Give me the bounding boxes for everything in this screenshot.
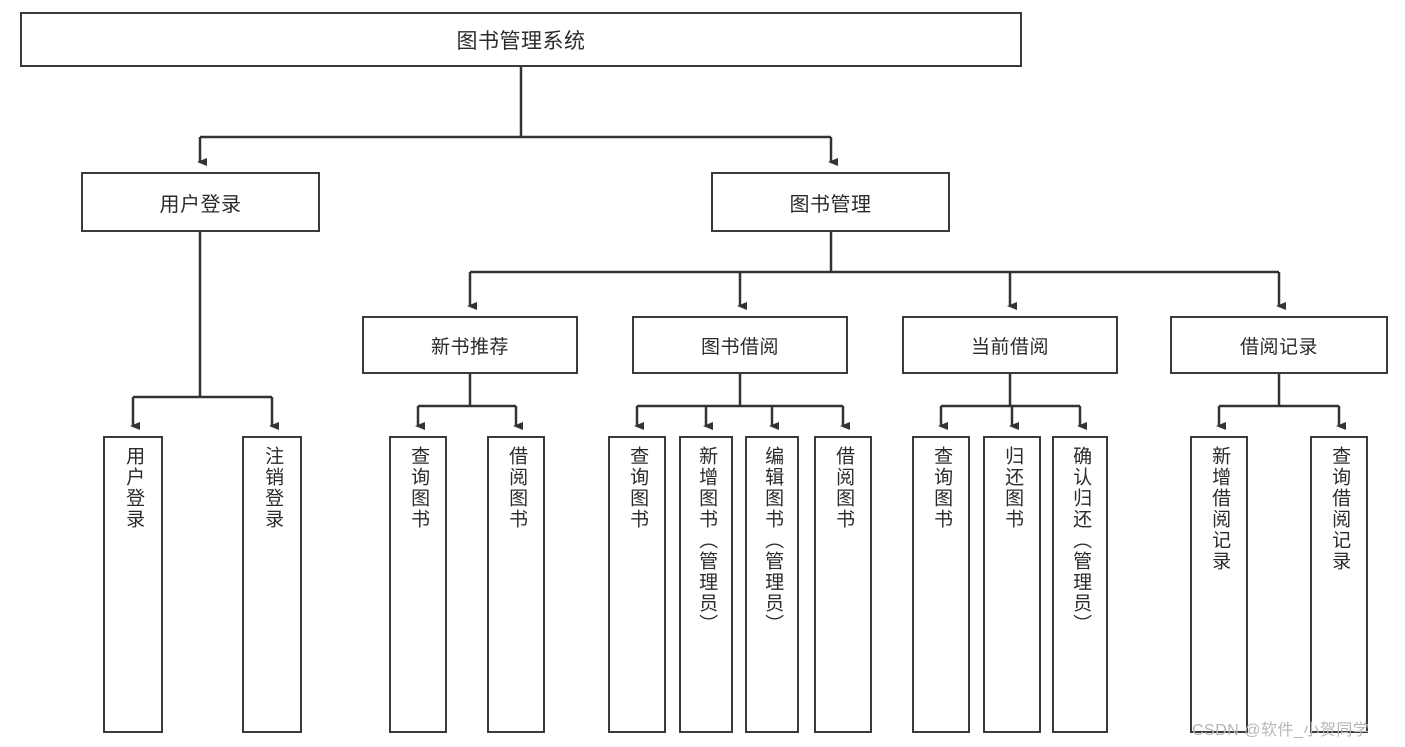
node-leaf-borrow-book-2-label: 借阅图书	[833, 446, 855, 530]
node-user-login[interactable]: 用户登录	[81, 172, 320, 232]
node-leaf-borrow-book-1-label: 借阅图书	[506, 446, 528, 530]
node-new-book-rec[interactable]: 新书推荐	[362, 316, 578, 374]
node-borrow-record[interactable]: 借阅记录	[1170, 316, 1388, 374]
node-leaf-logout-label: 注销登录	[262, 446, 284, 530]
node-leaf-return-book-label: 归还图书	[1002, 446, 1024, 530]
node-leaf-query-book-3-label: 查询图书	[931, 446, 953, 530]
node-leaf-confirm-return-admin-label: 确认归还（管理员）	[1070, 446, 1092, 635]
node-book-manage[interactable]: 图书管理	[711, 172, 950, 232]
node-borrow-record-label: 借阅记录	[1239, 336, 1318, 358]
node-leaf-add-book-admin-label: 新增图书（管理员）	[696, 446, 718, 635]
node-leaf-add-borrow-record[interactable]: 新增借阅记录	[1190, 436, 1248, 733]
node-leaf-edit-book-admin[interactable]: 编辑图书（管理员）	[745, 436, 799, 733]
node-leaf-query-book-2-label: 查询图书	[627, 446, 649, 530]
node-user-login-label: 用户登录	[159, 193, 242, 216]
node-book-borrow-label: 图书借阅	[700, 336, 779, 358]
node-leaf-query-borrow-record[interactable]: 查询借阅记录	[1310, 436, 1368, 733]
node-root[interactable]: 图书管理系统	[20, 12, 1022, 67]
node-leaf-edit-book-admin-label: 编辑图书（管理员）	[762, 446, 784, 635]
node-leaf-return-book[interactable]: 归还图书	[983, 436, 1041, 733]
node-leaf-add-book-admin[interactable]: 新增图书（管理员）	[679, 436, 733, 733]
node-leaf-query-book-1[interactable]: 查询图书	[389, 436, 447, 733]
node-current-borrow[interactable]: 当前借阅	[902, 316, 1118, 374]
watermark: CSDN @软件_小贺同学	[1192, 722, 1370, 739]
node-leaf-confirm-return-admin[interactable]: 确认归还（管理员）	[1052, 436, 1108, 733]
node-leaf-query-book-3[interactable]: 查询图书	[912, 436, 970, 733]
node-leaf-user-login-label: 用户登录	[123, 446, 145, 530]
node-leaf-logout[interactable]: 注销登录	[242, 436, 302, 733]
node-current-borrow-label: 当前借阅	[970, 336, 1049, 358]
node-leaf-borrow-book-2[interactable]: 借阅图书	[814, 436, 872, 733]
node-new-book-rec-label: 新书推荐	[430, 336, 509, 358]
node-leaf-user-login[interactable]: 用户登录	[103, 436, 163, 733]
node-leaf-query-borrow-record-label: 查询借阅记录	[1329, 446, 1351, 572]
node-root-label: 图书管理系统	[456, 29, 586, 53]
node-book-manage-label: 图书管理	[789, 193, 872, 216]
node-leaf-query-book-2[interactable]: 查询图书	[608, 436, 666, 733]
node-leaf-add-borrow-record-label: 新增借阅记录	[1209, 446, 1231, 572]
node-leaf-borrow-book-1[interactable]: 借阅图书	[487, 436, 545, 733]
node-leaf-query-book-1-label: 查询图书	[408, 446, 430, 530]
node-book-borrow[interactable]: 图书借阅	[632, 316, 848, 374]
